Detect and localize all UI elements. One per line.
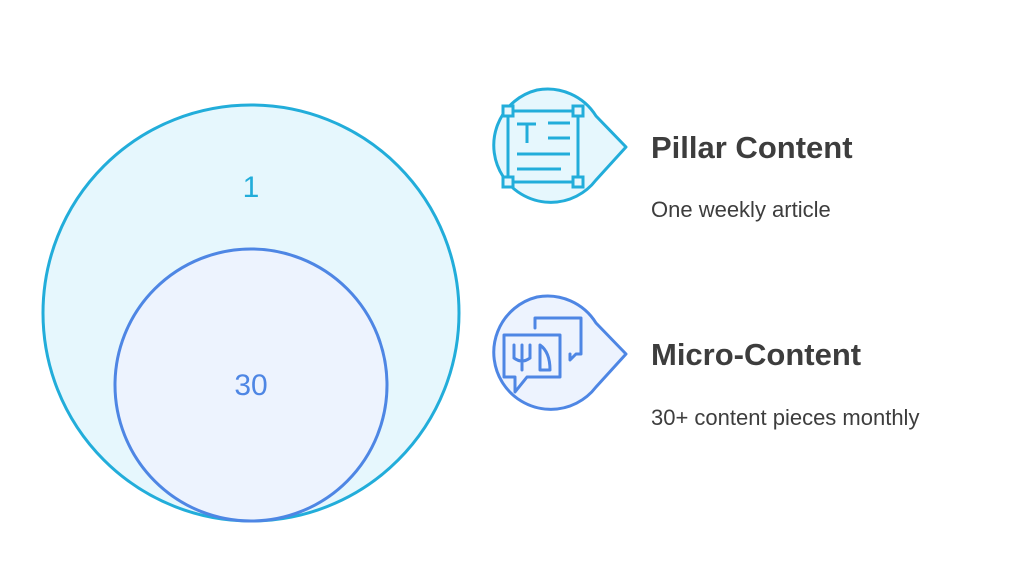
text-document-icon — [501, 104, 585, 189]
inner-value: 30 — [234, 369, 268, 402]
pillar-icon-bubble — [492, 87, 628, 204]
micro-content-description: 30+ content pieces monthly — [651, 405, 920, 430]
pillar-content-title: Pillar Content — [651, 130, 853, 165]
micro-icon-bubble — [492, 294, 628, 411]
micro-content-title: Micro-Content — [651, 337, 862, 372]
outer-value: 1 — [242, 171, 260, 204]
inner-circle — [113, 247, 389, 523]
chat-bubbles-icon — [502, 316, 583, 394]
pillar-content-description: One weekly article — [651, 197, 831, 222]
